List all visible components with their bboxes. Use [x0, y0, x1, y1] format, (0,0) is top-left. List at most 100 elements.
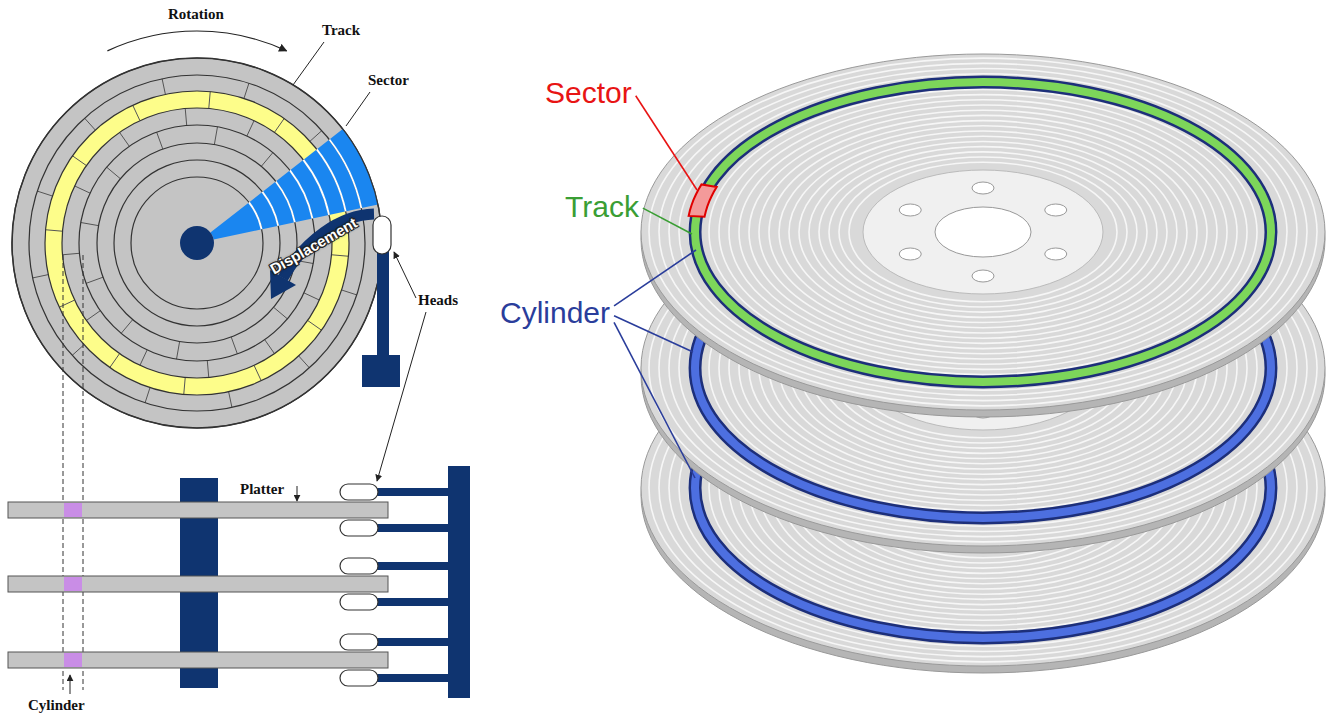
track-ring [819, 147, 1147, 318]
part-label: Track [565, 190, 639, 223]
track-circle [114, 160, 280, 326]
actuator-bar [448, 466, 470, 698]
part-label: Sector [545, 76, 632, 109]
platter-surface [641, 54, 1325, 410]
sector-divider [72, 345, 84, 356]
wedge-track-line [316, 149, 346, 212]
platter-top-view [12, 58, 382, 428]
track-circle [97, 143, 297, 343]
sector-divider [304, 293, 319, 300]
part-label: Track [322, 22, 360, 39]
sector-divider [120, 132, 130, 146]
sector-divider [229, 392, 232, 408]
sector-divider [310, 131, 322, 142]
cylinder-slice [64, 577, 82, 591]
track-ring [749, 110, 1217, 354]
track-ring [649, 58, 1317, 406]
sector-divider [72, 156, 86, 166]
screw-hole [972, 182, 994, 194]
wedge-track-line [289, 170, 313, 219]
track-ring [779, 126, 1187, 338]
wedge-track-line [248, 202, 262, 230]
sector-divider [214, 127, 217, 145]
wedge-track-line [275, 181, 296, 223]
sector-divider [63, 253, 80, 254]
part-label: Displacement [267, 215, 360, 278]
track-ring [679, 74, 1287, 390]
screw-hole [899, 248, 921, 260]
sector-divider [145, 388, 150, 403]
track-ring [739, 105, 1227, 359]
track-ring [659, 63, 1307, 400]
platter-side [8, 652, 388, 668]
leader-line [293, 42, 324, 85]
read-write-head [340, 558, 378, 574]
track-ring [769, 121, 1197, 344]
head-arm [376, 524, 450, 532]
sector-divider [86, 311, 100, 321]
screw-hole [972, 270, 994, 282]
read-write-head [340, 670, 378, 686]
part-label: Cylinder [28, 697, 85, 714]
screw-hole [1045, 204, 1067, 216]
track-outline [695, 82, 1271, 382]
sector-divider [59, 300, 74, 307]
leader-line [377, 312, 426, 481]
part-label: Heads [418, 292, 458, 309]
leader-line [70, 675, 71, 694]
hub-area [863, 170, 1103, 294]
leader-line [346, 92, 370, 126]
screw-hole [899, 204, 921, 216]
read-write-head [340, 520, 378, 536]
track-ring [759, 115, 1207, 348]
sector-divider [185, 109, 186, 126]
sector-divider [177, 341, 180, 359]
track-ring [789, 131, 1177, 333]
sector-divider [184, 377, 185, 394]
sector-divider [133, 105, 140, 120]
track-ring [669, 69, 1297, 396]
sector-divider [86, 277, 103, 283]
platter-3d [641, 54, 1325, 417]
part-label: Cylinder [500, 296, 610, 329]
part-label: Sector [368, 72, 409, 89]
read-write-head [340, 634, 378, 650]
sector-divider [254, 365, 261, 380]
leader-line [297, 486, 298, 501]
sector-divider [157, 132, 163, 149]
read-write-head [340, 484, 378, 500]
spindle-hole [935, 207, 1031, 257]
platter-side [8, 576, 388, 592]
sector-divider [261, 153, 273, 167]
part-label: Rotation [168, 6, 224, 23]
track-ring [809, 141, 1157, 322]
platter-disk [12, 58, 382, 428]
sector-divider [209, 92, 210, 109]
sector-divider [85, 118, 96, 130]
sector-divider [121, 320, 133, 334]
track-ring [719, 95, 1247, 370]
sector-highlight [689, 184, 717, 216]
head-arm [376, 562, 450, 570]
sector-divider [140, 350, 147, 365]
track-ring [689, 79, 1277, 385]
track-ring [849, 162, 1117, 301]
leader-line [643, 208, 692, 234]
track-ring [729, 100, 1237, 364]
head-arm [376, 488, 450, 496]
track-circle [79, 125, 315, 361]
rotation-arrow [107, 31, 286, 51]
actuator-base [362, 355, 400, 387]
head-arm [377, 240, 389, 360]
sector-divider [265, 340, 275, 354]
sector-divider [274, 118, 284, 132]
wedge-track-line [329, 139, 363, 208]
cylinder-slice [64, 503, 82, 517]
cylinder-guide [83, 255, 84, 690]
cylinder-slice [64, 653, 82, 667]
sector-divider [247, 121, 254, 136]
sector-divider [331, 255, 348, 256]
sector-divider [110, 354, 120, 368]
sector-divider [162, 79, 165, 95]
